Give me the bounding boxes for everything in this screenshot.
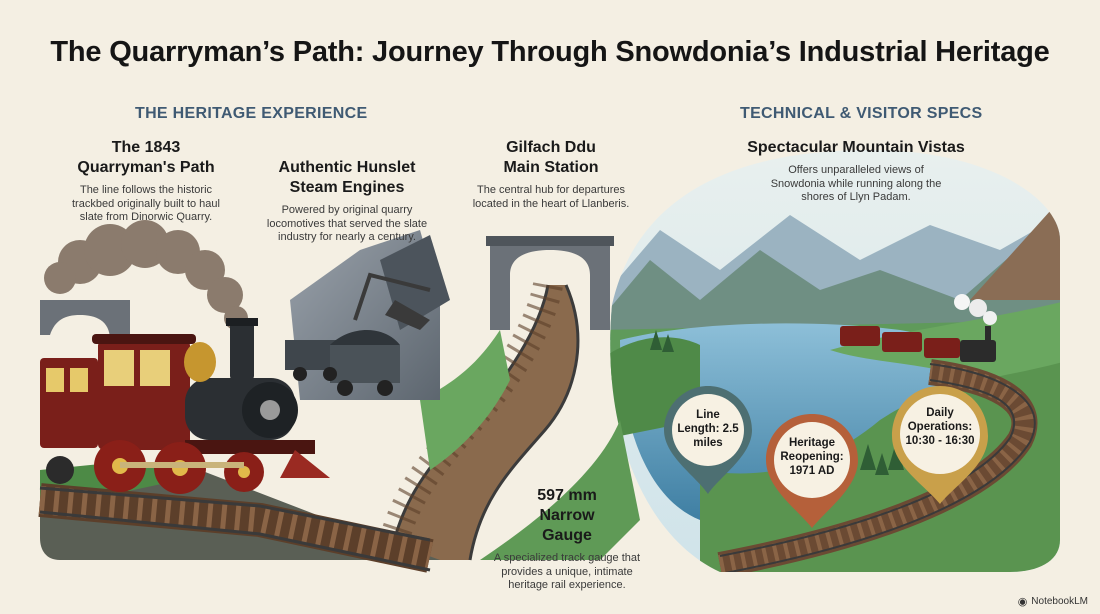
brand-badge: ◉ NotebookLM xyxy=(1018,595,1088,608)
brand-label: NotebookLM xyxy=(1031,596,1088,607)
feature-description: The line follows the historic trackbed o… xyxy=(72,184,220,223)
section-heading-heritage: THE HERITAGE EXPERIENCE xyxy=(135,105,368,122)
feature-heading: Authentic Hunslet Steam Engines xyxy=(278,159,416,196)
feature-narrow-gauge: 597 mm Narrow Gauge A specialized track … xyxy=(482,486,652,593)
feature-hunslet-engines: Authentic Hunslet Steam Engines Powered … xyxy=(258,158,436,245)
location-pin-icon xyxy=(892,386,988,504)
distant-train xyxy=(840,294,997,362)
feature-heading: Spectacular Mountain Vistas xyxy=(747,139,965,156)
tunnel-arch-icon xyxy=(486,236,614,330)
page-title: The Quarryman’s Path: Journey Through Sn… xyxy=(50,36,1050,68)
mountain-lake-scene xyxy=(610,150,1060,572)
pin-heritage-reopening: Heritage Reopening: 1971 AD xyxy=(780,437,844,477)
pin-daily-operations: Daily Operations: 10:30 - 16:30 xyxy=(905,407,975,447)
location-pin-icon xyxy=(766,414,858,528)
feature-heading: The 1843 Quarryman's Path xyxy=(77,139,215,176)
section-heading-specs: TECHNICAL & VISITOR SPECS xyxy=(740,105,983,122)
pin-line-length: Line Length: 2.5 miles xyxy=(677,409,739,449)
feature-mountain-vistas: Spectacular Mountain Vistas Offers unpar… xyxy=(736,138,976,205)
feature-quarryman-path: The 1843 Quarryman's Path The line follo… xyxy=(62,138,230,225)
location-pin-icon xyxy=(664,386,752,494)
feature-description: Powered by original quarry locomotives t… xyxy=(266,204,428,243)
notebook-icon: ◉ xyxy=(1017,596,1028,608)
feature-description: A specialized track gauge that provides … xyxy=(493,552,641,591)
feature-heading: Gilfach Ddu Main Station xyxy=(503,139,599,176)
feature-gilfach-station: Gilfach Ddu Main Station The central hub… xyxy=(472,138,630,211)
steam-locomotive-icon xyxy=(40,318,330,494)
feature-description: Offers unparalleled views of Snowdonia w… xyxy=(770,164,942,203)
feature-heading: 597 mm Narrow Gauge xyxy=(537,487,597,544)
quarry-scene xyxy=(285,230,450,400)
feature-description: The central hub for departures located i… xyxy=(472,184,630,210)
